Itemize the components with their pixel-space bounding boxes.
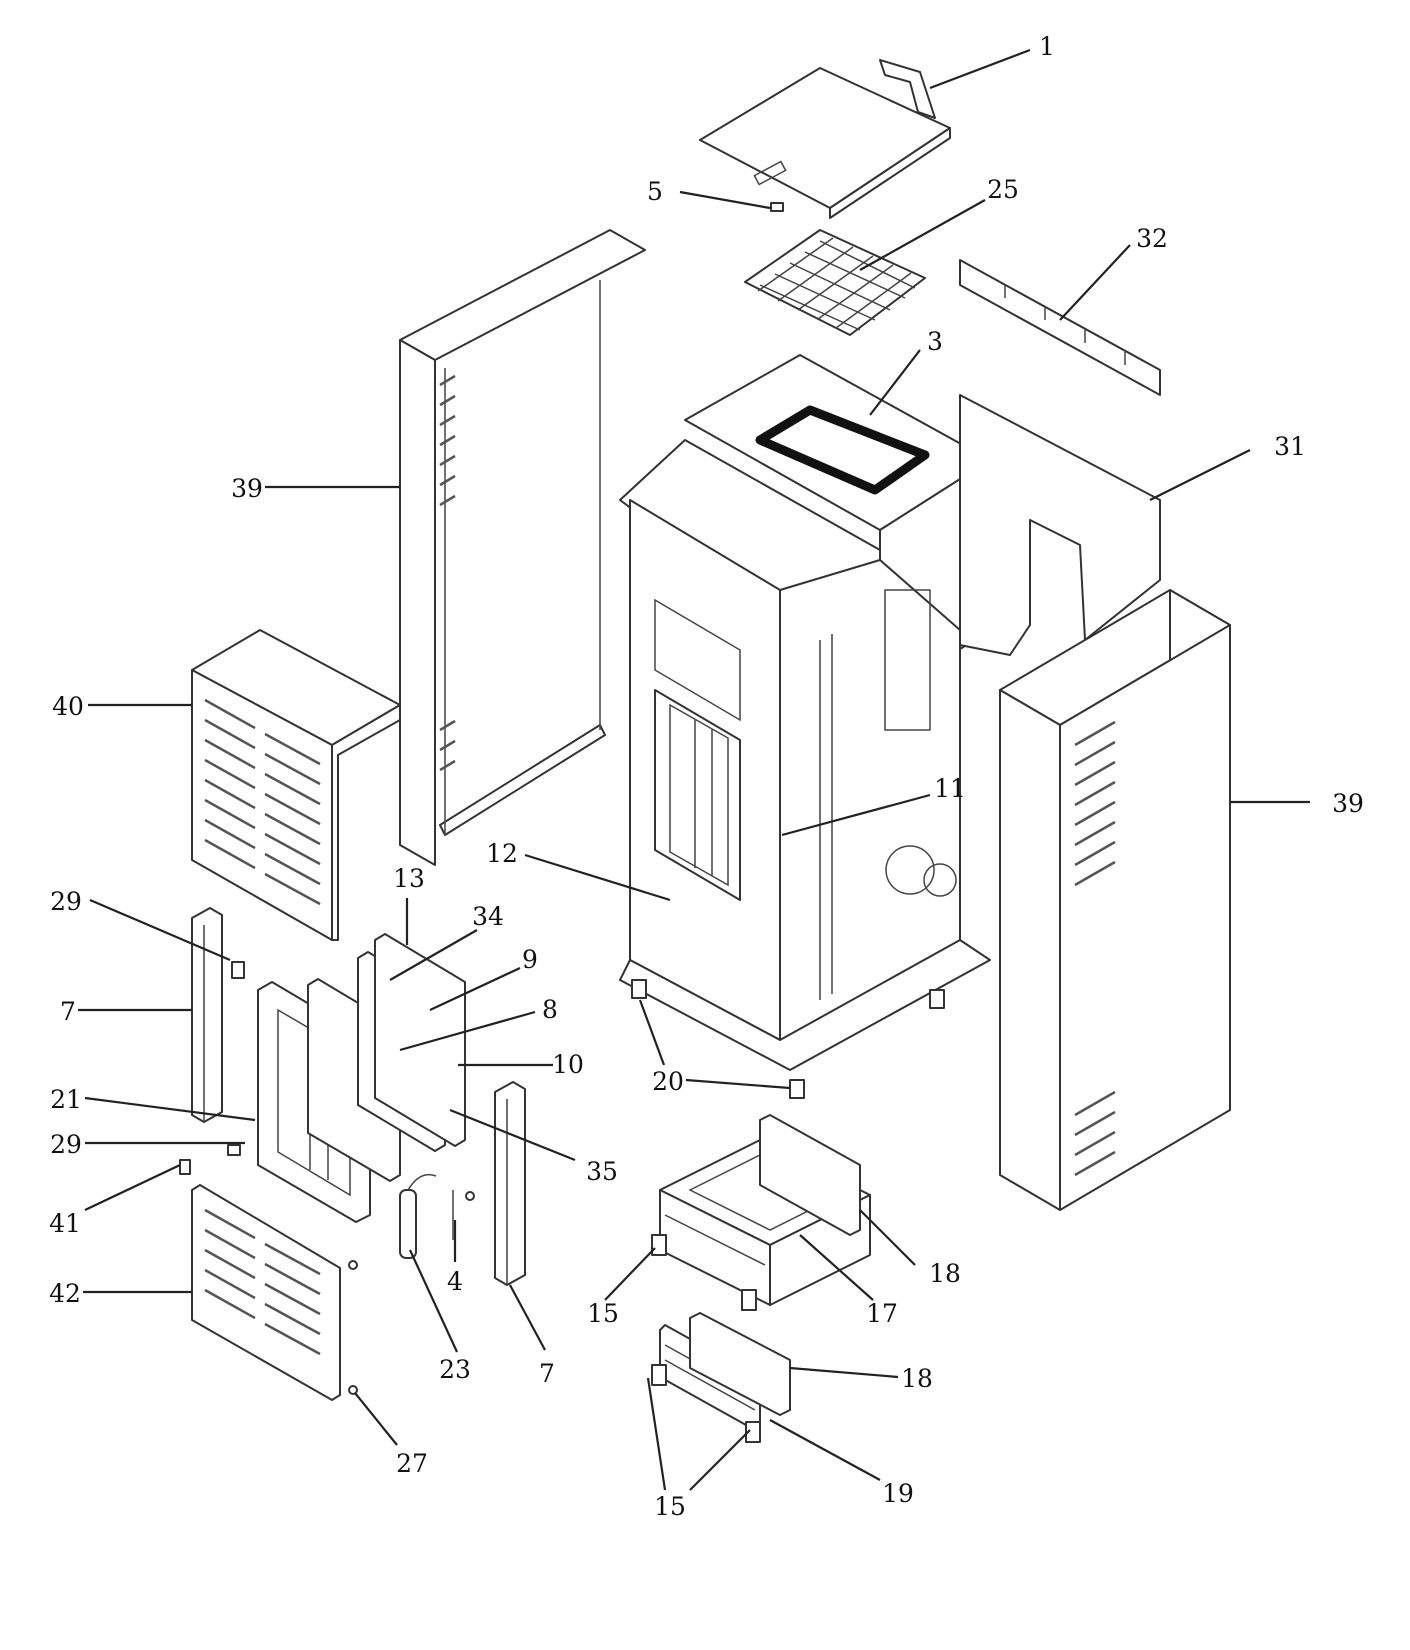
part-drawer-gasket-lower: [689, 1312, 791, 1416]
callout-39-left: 39: [231, 474, 263, 503]
callout-7-left: 7: [60, 997, 76, 1026]
callout-5: 5: [647, 177, 663, 206]
callout-29-lower: 29: [50, 1130, 82, 1159]
callout-21: 21: [50, 1085, 82, 1114]
part-profile-left: [191, 907, 223, 1123]
callout-8: 8: [542, 995, 558, 1024]
part-upper-front-grille: [191, 629, 401, 941]
part-stove-body: [619, 354, 991, 1099]
callout-17: 17: [866, 1299, 898, 1328]
part-rear-panel: [959, 394, 1161, 656]
part-screw: [452, 1190, 475, 1240]
callout-25: 25: [987, 175, 1019, 204]
callout-13: 13: [393, 864, 425, 893]
callout-7-right: 7: [539, 1359, 555, 1388]
part-hinge-lower: [227, 1144, 241, 1156]
part-profile-right: [494, 1081, 526, 1286]
callout-15-upper: 15: [587, 1299, 619, 1328]
callout-11: 11: [934, 774, 966, 803]
part-lower-front-grille: [191, 1184, 341, 1401]
part-side-panel-left: [399, 229, 646, 866]
part-kick-bracket: [651, 1364, 761, 1443]
callout-1: 1: [1039, 32, 1055, 61]
part-hinge-upper: [231, 961, 245, 979]
callout-15-lower: 15: [654, 1492, 686, 1521]
callout-labels: 1 5 25 32 3 31 39 39 40 11 12 13 34 9 8 …: [49, 32, 1364, 1521]
callout-31: 31: [1274, 432, 1306, 461]
callout-3: 3: [927, 327, 943, 356]
callout-27: 27: [396, 1449, 428, 1478]
callout-34: 34: [472, 902, 504, 931]
callout-42: 42: [49, 1279, 81, 1308]
callout-35: 35: [586, 1157, 618, 1186]
callout-23: 23: [439, 1355, 471, 1384]
part-screw-27: [348, 1260, 358, 1395]
callout-18-lower: 18: [901, 1364, 933, 1393]
callout-10: 10: [552, 1050, 584, 1079]
part-side-panel-right: [999, 589, 1231, 1211]
part-door-glass: [374, 933, 466, 1147]
callout-41: 41: [49, 1209, 81, 1238]
callout-4: 4: [447, 1267, 463, 1296]
callout-29-upper: 29: [50, 887, 82, 916]
callout-20: 20: [652, 1067, 684, 1096]
callout-12: 12: [486, 839, 518, 868]
callout-9: 9: [522, 945, 538, 974]
callout-39-right: 39: [1332, 789, 1364, 818]
part-handle: [399, 1173, 437, 1259]
part-pin: [179, 1159, 191, 1175]
part-rear-bracket: [959, 259, 1161, 396]
part-drawer-gasket-upper: [759, 1114, 861, 1236]
callout-32: 32: [1136, 224, 1168, 253]
callout-40: 40: [52, 692, 84, 721]
part-grid-filter: [744, 229, 926, 336]
leader-lines: [78, 48, 1310, 1491]
part-top-lid: [699, 59, 951, 219]
part-drawer-bracket: [651, 1234, 757, 1311]
callout-19: 19: [882, 1479, 914, 1508]
part-clip: [770, 202, 784, 212]
callout-18-upper: 18: [929, 1259, 961, 1288]
